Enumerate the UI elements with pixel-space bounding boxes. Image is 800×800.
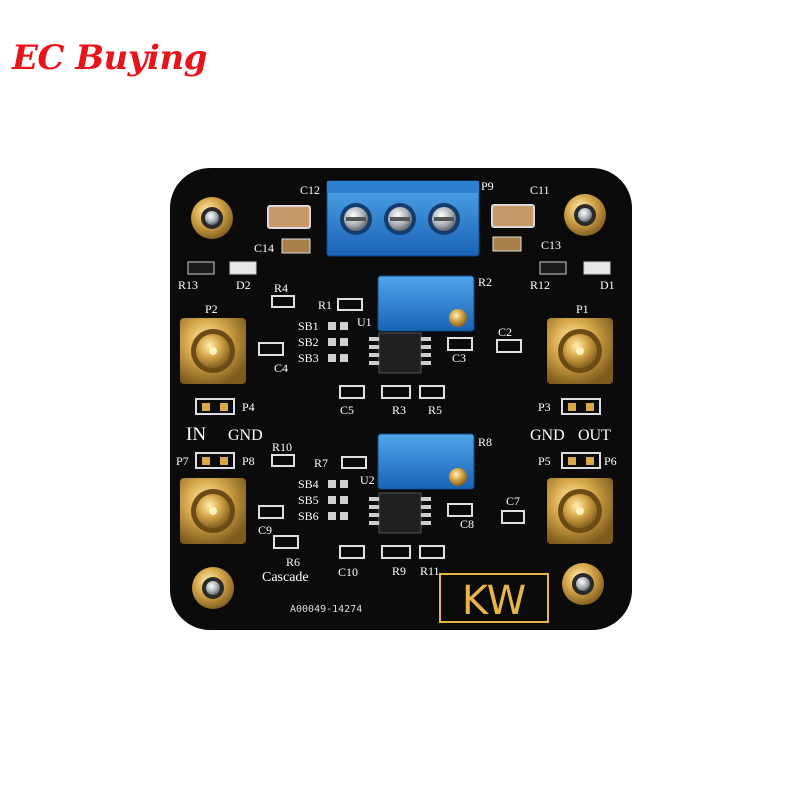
resistor-r11 <box>419 545 445 559</box>
label-sb5: SB5 <box>298 493 319 507</box>
label-r9: R9 <box>392 564 406 578</box>
label-r8: R8 <box>478 435 492 449</box>
label-u2: U2 <box>360 473 375 487</box>
capacitor-c4 <box>258 342 284 356</box>
label-c4: C4 <box>274 361 288 375</box>
label-c10: C10 <box>338 565 358 579</box>
label-c11: C11 <box>530 183 550 197</box>
label-c14: C14 <box>254 241 274 255</box>
label-c2: C2 <box>498 325 512 339</box>
solder-bridges-lower <box>328 480 348 520</box>
label-r10: R10 <box>272 440 292 454</box>
label-p3: P3 <box>538 400 551 414</box>
label-c7: C7 <box>506 494 520 508</box>
label-out: OUT <box>578 427 611 444</box>
mounting-hole-top-left <box>191 197 233 239</box>
capacitor-c12 <box>267 205 311 229</box>
label-r3: R3 <box>392 403 406 417</box>
label-sb6: SB6 <box>298 509 319 523</box>
sma-connector-p5 <box>547 478 613 544</box>
label-sb2: SB2 <box>298 335 319 349</box>
resistor-r5 <box>419 385 445 399</box>
label-r11: R11 <box>420 564 440 578</box>
header-p3 <box>561 398 601 415</box>
capacitor-c8 <box>447 503 473 517</box>
logo-kw: KW <box>462 578 526 624</box>
resistor-r10 <box>271 454 295 467</box>
label-c3: C3 <box>452 351 466 365</box>
label-p7: P7 <box>176 454 189 468</box>
solder-bridges-upper <box>328 322 348 362</box>
brand-logo: EC Buying <box>12 38 207 78</box>
label-c8: C8 <box>460 517 474 531</box>
label-c9: C9 <box>258 523 272 537</box>
capacitor-c9 <box>258 505 284 519</box>
ic-u2 <box>369 492 431 534</box>
board-code: A00049-14274 <box>290 604 362 615</box>
sma-connector-p7 <box>180 478 246 544</box>
led-d1 <box>583 261 611 275</box>
header-p8 <box>195 452 235 469</box>
label-p9: P9 <box>481 179 494 193</box>
label-r1: R1 <box>318 298 332 312</box>
label-d1: D1 <box>600 278 615 292</box>
label-p5: P5 <box>538 454 551 468</box>
label-u1: U1 <box>357 315 372 329</box>
label-p4: P4 <box>242 400 255 414</box>
ic-u1 <box>369 332 431 374</box>
mounting-hole-bottom-right <box>562 563 604 605</box>
sma-connector-p2 <box>180 318 246 384</box>
label-p8: P8 <box>242 454 255 468</box>
logo-box <box>439 573 549 623</box>
label-in: IN <box>186 424 206 445</box>
label-p1: P1 <box>576 302 589 316</box>
potentiometer-r2 <box>377 275 475 332</box>
header-p6 <box>561 452 601 469</box>
label-gnd-left: GND <box>228 427 263 444</box>
led-d2 <box>229 261 257 275</box>
resistor-r7 <box>341 456 367 469</box>
label-r5: R5 <box>428 403 442 417</box>
label-sb4: SB4 <box>298 477 319 491</box>
label-c13: C13 <box>541 238 561 252</box>
capacitor-c5 <box>339 385 365 399</box>
resistor-r3 <box>381 385 411 399</box>
resistor-r1 <box>337 298 363 311</box>
capacitor-c14 <box>281 238 311 254</box>
terminal-block <box>326 180 480 257</box>
label-cascade: Cascade <box>262 570 309 585</box>
resistor-r13 <box>187 261 215 275</box>
sma-connector-p1 <box>547 318 613 384</box>
capacitor-c7 <box>501 510 525 524</box>
capacitor-c13 <box>492 236 522 252</box>
resistor-r4 <box>271 295 295 308</box>
capacitor-c11 <box>491 204 535 228</box>
label-sb1: SB1 <box>298 319 319 333</box>
label-c5: C5 <box>340 403 354 417</box>
resistor-r6 <box>273 535 299 549</box>
label-d2: D2 <box>236 278 251 292</box>
capacitor-c2 <box>496 339 522 353</box>
label-r6: R6 <box>286 555 300 569</box>
label-r13: R13 <box>178 278 198 292</box>
potentiometer-r8 <box>377 433 475 490</box>
header-p4 <box>195 398 235 415</box>
label-sb3: SB3 <box>298 351 319 365</box>
label-gnd-right: GND <box>530 427 565 444</box>
mounting-hole-top-right <box>564 194 606 236</box>
resistor-r9 <box>381 545 411 559</box>
label-p2: P2 <box>205 302 218 316</box>
mounting-hole-bottom-left <box>192 567 234 609</box>
label-r2: R2 <box>478 275 492 289</box>
label-p6: P6 <box>604 454 617 468</box>
label-r4: R4 <box>274 281 288 295</box>
label-r7: R7 <box>314 456 328 470</box>
resistor-r12 <box>539 261 567 275</box>
label-c12: C12 <box>300 183 320 197</box>
capacitor-c3 <box>447 337 473 351</box>
label-r12: R12 <box>530 278 550 292</box>
capacitor-c10 <box>339 545 365 559</box>
